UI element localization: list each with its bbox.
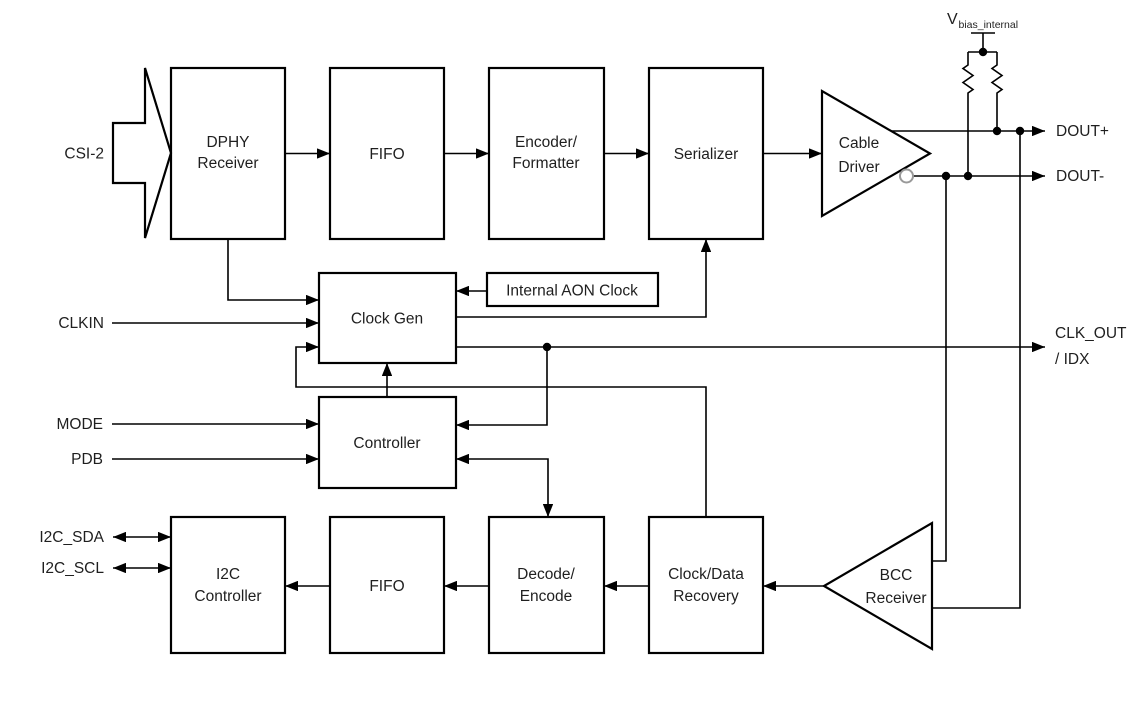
vbias-label-main: V	[947, 11, 958, 28]
blocks	[111, 66, 934, 655]
encoder-formatter-block	[487, 66, 606, 241]
junction-dout-plus-tap	[1015, 126, 1025, 136]
dphy-receiver-block	[169, 66, 287, 241]
clk-out-port-label-2: / IDX	[1055, 351, 1090, 368]
controller-block	[317, 395, 458, 490]
bcc-receiver-label-1: BCC	[880, 567, 913, 584]
block-labels: DPHY Receiver FIFO Encoder/ Formatter Se…	[194, 134, 926, 607]
clock-gen-block	[317, 271, 458, 365]
internal-aon-clock-label: Internal AON Clock	[506, 283, 638, 300]
decode-encode-label-2: Encode	[520, 588, 573, 605]
wire-dphy-to-clock-gen	[227, 239, 319, 306]
serializer-block	[647, 66, 765, 241]
cable-driver-triangle	[820, 89, 933, 218]
bcc-receiver-triangle	[821, 521, 934, 651]
fifo-top-block	[328, 66, 446, 241]
i2c-controller-label-1: I2C	[216, 566, 240, 583]
clock-data-recovery-label-2: Recovery	[673, 588, 739, 605]
clock-data-recovery-block	[647, 515, 765, 655]
junction-dout-plus-resistor	[992, 126, 1002, 136]
csi2-port-label: CSI-2	[64, 146, 104, 163]
wire-dout-plus-to-bcc	[932, 131, 1021, 609]
encoder-formatter-label-2: Formatter	[512, 155, 579, 172]
wires	[112, 32, 1045, 609]
resistor-left	[961, 52, 975, 176]
i2c-sda-port-label: I2C_SDA	[39, 529, 104, 546]
wire-clock-gen-to-serializer	[456, 239, 712, 318]
dphy-receiver-label-1: DPHY	[206, 134, 249, 151]
i2c-controller-block	[169, 515, 287, 655]
wire-controller-decode-bidir	[456, 453, 554, 517]
resistor-right	[990, 52, 1004, 131]
decode-encode-label-1: Decode/	[517, 566, 575, 583]
serializer-label: Serializer	[674, 146, 739, 163]
wire-dout-minus-to-bcc	[932, 176, 947, 562]
clkin-port-label: CLKIN	[58, 315, 104, 332]
wire-cdr-to-clock-gen	[295, 341, 707, 517]
dphy-receiver-label-2: Receiver	[197, 155, 258, 172]
port-labels: CSI-2 CLKIN MODE PDB I2C_SDA I2C_SCL DOU…	[39, 11, 1127, 577]
pdb-port-label: PDB	[71, 451, 103, 468]
clock-gen-label: Clock Gen	[351, 311, 423, 328]
fifo-bottom-label: FIFO	[369, 578, 404, 595]
vbias-label-sub: bias_internal	[959, 19, 1019, 31]
fifo-top-label: FIFO	[369, 146, 404, 163]
junction-dout-minus-tap	[941, 171, 951, 181]
csi2-input-block-arrow	[111, 67, 173, 239]
inversion-bubble-icon	[899, 168, 914, 184]
encoder-formatter-label-1: Encoder/	[515, 134, 578, 151]
decode-encode-block	[487, 515, 606, 655]
clk-out-port-label-1: CLK_OUT	[1055, 325, 1127, 342]
junction-clk-out-branch	[542, 342, 552, 352]
clock-data-recovery-label-1: Clock/Data	[668, 566, 744, 583]
i2c-scl-port-label: I2C_SCL	[41, 560, 104, 577]
dout-plus-port-label: DOUT+	[1056, 123, 1109, 140]
junction-dout-minus-resistor	[963, 171, 973, 181]
bcc-receiver-label-2: Receiver	[865, 590, 926, 607]
fifo-bottom-block	[328, 515, 446, 655]
cable-driver-label-2: Driver	[838, 159, 879, 176]
cable-driver-label-1: Cable	[839, 135, 880, 152]
internal-aon-clock-block	[485, 271, 660, 308]
wire-clk-branch-to-controller	[456, 347, 548, 431]
i2c-controller-label-2: Controller	[194, 588, 261, 605]
junction-vbias	[978, 47, 988, 57]
dout-minus-port-label: DOUT-	[1056, 168, 1104, 185]
mode-port-label: MODE	[57, 416, 104, 433]
controller-label: Controller	[353, 435, 420, 452]
